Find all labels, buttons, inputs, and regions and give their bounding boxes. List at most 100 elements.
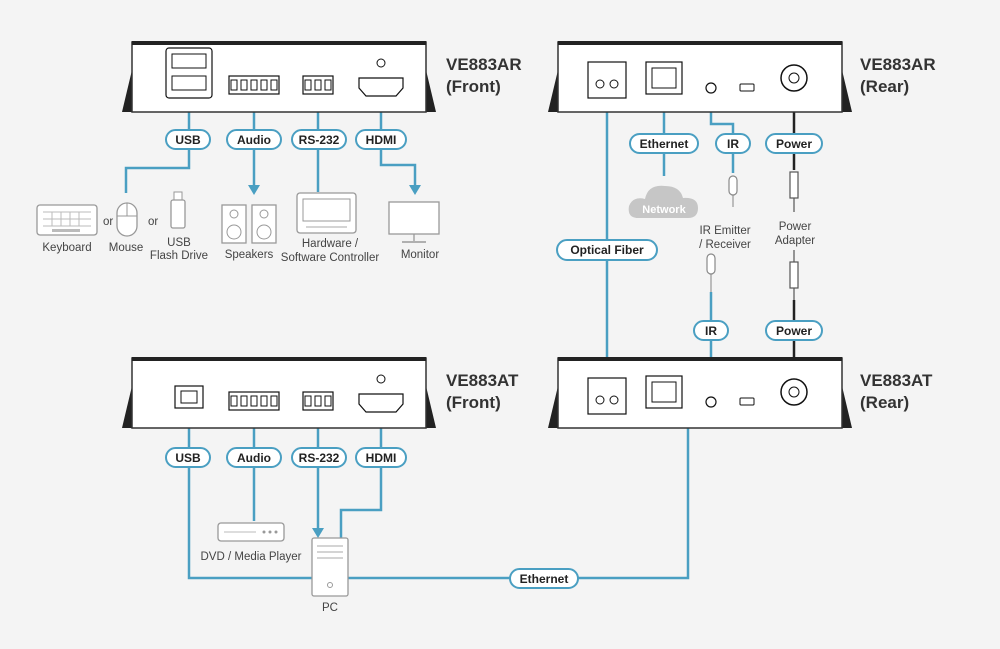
power-adapter-label-1: Power — [779, 221, 812, 233]
mouse-icon — [116, 202, 138, 237]
usb-b-port-inner — [180, 390, 198, 404]
optical-fiber-pill-text: Optical Fiber — [570, 243, 644, 257]
cables — [124, 97, 796, 580]
ir-label-1: IR Emitter — [699, 225, 750, 237]
tx-rs232-pill: RS-232 — [291, 447, 347, 468]
terminal-pin — [230, 79, 238, 91]
terminal-pin — [314, 79, 322, 91]
tx-ir-pill-text: IR — [705, 324, 717, 338]
usb-flash-label-2: Flash Drive — [150, 250, 208, 262]
tx-hdmi-pill-text: HDMI — [366, 451, 397, 465]
ve883at-front-unit — [122, 357, 436, 429]
ir-label-2: / Receiver — [699, 239, 751, 251]
rx-front-side: (Front) — [446, 77, 501, 96]
power-adapter-label-2: Adapter — [775, 235, 815, 247]
tx-audio-pill: Audio — [226, 447, 282, 468]
ve883ar-rear-unit — [548, 41, 852, 113]
audio-out-arrow — [248, 185, 260, 195]
hdmi-port-icon — [358, 77, 404, 97]
tx-usb-pill-text: USB — [175, 451, 201, 465]
fiber-port-icon — [587, 61, 627, 99]
network-label: Network — [642, 204, 686, 216]
terminal-pin — [270, 79, 278, 91]
terminal-pin — [230, 395, 238, 407]
ve883at-rear-unit — [548, 357, 852, 429]
tx-power-jack-inner-icon — [788, 386, 800, 398]
terminal-pin — [260, 79, 268, 91]
power-plug-bottom-icon — [789, 250, 799, 300]
rx-front-model: VE883AR — [446, 55, 522, 74]
tx-audio-pill-text: Audio — [237, 451, 271, 465]
rx-hdmi-pill-text: HDMI — [366, 133, 397, 147]
rx-power-pill: Power — [765, 133, 823, 154]
tx-hdmi-port-icon — [358, 393, 404, 413]
optical-fiber-pill: Optical Fiber — [556, 239, 658, 261]
or-text-2: or — [148, 216, 158, 228]
dvd-player-icon — [217, 522, 285, 542]
tx-usb-cable — [187, 408, 690, 580]
pc-tower-icon — [311, 537, 349, 597]
tx-rear-side: (Rear) — [860, 393, 909, 412]
micro-usb-port-icon — [739, 83, 755, 92]
tx-hdmi-pill: HDMI — [355, 447, 407, 468]
monitor-icon — [388, 201, 440, 243]
tx-fiber-port-icon — [587, 377, 627, 415]
mouse-label: Mouse — [109, 242, 144, 254]
rx-ethernet-pill: Ethernet — [629, 133, 699, 154]
tx-front-side: (Front) — [446, 393, 501, 412]
dvd-label: DVD / Media Player — [201, 551, 302, 563]
rx-rear-model: VE883AR — [860, 55, 936, 74]
terminal-pin — [240, 395, 248, 407]
hdmi-out-arrow — [409, 185, 421, 195]
tx-rear-model: VE883AT — [860, 371, 933, 390]
terminal-pin — [260, 395, 268, 407]
speakers-icon — [221, 204, 277, 244]
hdmi-screw-icon — [376, 58, 386, 68]
rx-hdmi-pill: HDMI — [355, 129, 407, 150]
power-plug-top-icon — [789, 171, 799, 212]
terminal-pin — [250, 79, 258, 91]
fiber-port-hole-2 — [609, 79, 619, 89]
device-titles: VE883AR (Front) VE883AR (Rear) VE883AT (… — [446, 55, 936, 412]
ethernet-pill-text: Ethernet — [520, 572, 569, 586]
terminal-pin — [314, 395, 322, 407]
ir-jack-icon — [705, 82, 717, 94]
cable-labels: USB Audio RS-232 HDMI Ethernet IR Power — [165, 129, 823, 589]
tx-front-model: VE883AT — [446, 371, 519, 390]
usb-flash-drive-icon — [170, 191, 186, 229]
tx-micro-usb-port-icon — [739, 397, 755, 406]
or-text-1: or — [103, 216, 113, 228]
rx-rs232-pill: RS-232 — [291, 129, 347, 150]
usb-flash-label-1: USB — [167, 237, 191, 249]
monitor-label: Monitor — [401, 249, 440, 261]
terminal-pin — [304, 395, 312, 407]
ve883ar-front-unit — [122, 41, 436, 113]
rj45-port-inner — [651, 67, 677, 89]
terminal-pin — [270, 395, 278, 407]
terminal-pin — [304, 79, 312, 91]
controller-label-2: Software Controller — [281, 252, 380, 264]
tx-rs232-pill-text: RS-232 — [299, 451, 340, 465]
tx-fiber-port-hole-2 — [609, 395, 619, 405]
controller-label-1: Hardware / — [302, 238, 359, 250]
usb-a-slot-top — [171, 53, 207, 69]
terminal-pin — [324, 79, 332, 91]
ir-receiver-icon — [706, 253, 716, 275]
tx-hdmi-cable — [339, 410, 383, 538]
ir-emitter-icon — [728, 175, 738, 196]
tx-ir-pill: IR — [693, 320, 729, 341]
tx-power-pill-text: Power — [776, 324, 812, 338]
keyboard-icon — [36, 204, 98, 236]
rx-ir-pill-text: IR — [727, 137, 739, 151]
rs232-down-arrow — [312, 528, 324, 538]
usb-a-slot-bottom — [171, 75, 207, 91]
terminal-pin — [250, 395, 258, 407]
network-cloud-icon — [628, 185, 698, 218]
rx-rs232-pill-text: RS-232 — [299, 133, 340, 147]
rx-power-pill-text: Power — [776, 137, 812, 151]
rx-audio-pill-text: Audio — [237, 133, 271, 147]
tx-fiber-port-hole-1 — [595, 395, 605, 405]
tx-rj45-port-inner — [651, 381, 677, 403]
arrow-heads — [248, 96, 421, 538]
